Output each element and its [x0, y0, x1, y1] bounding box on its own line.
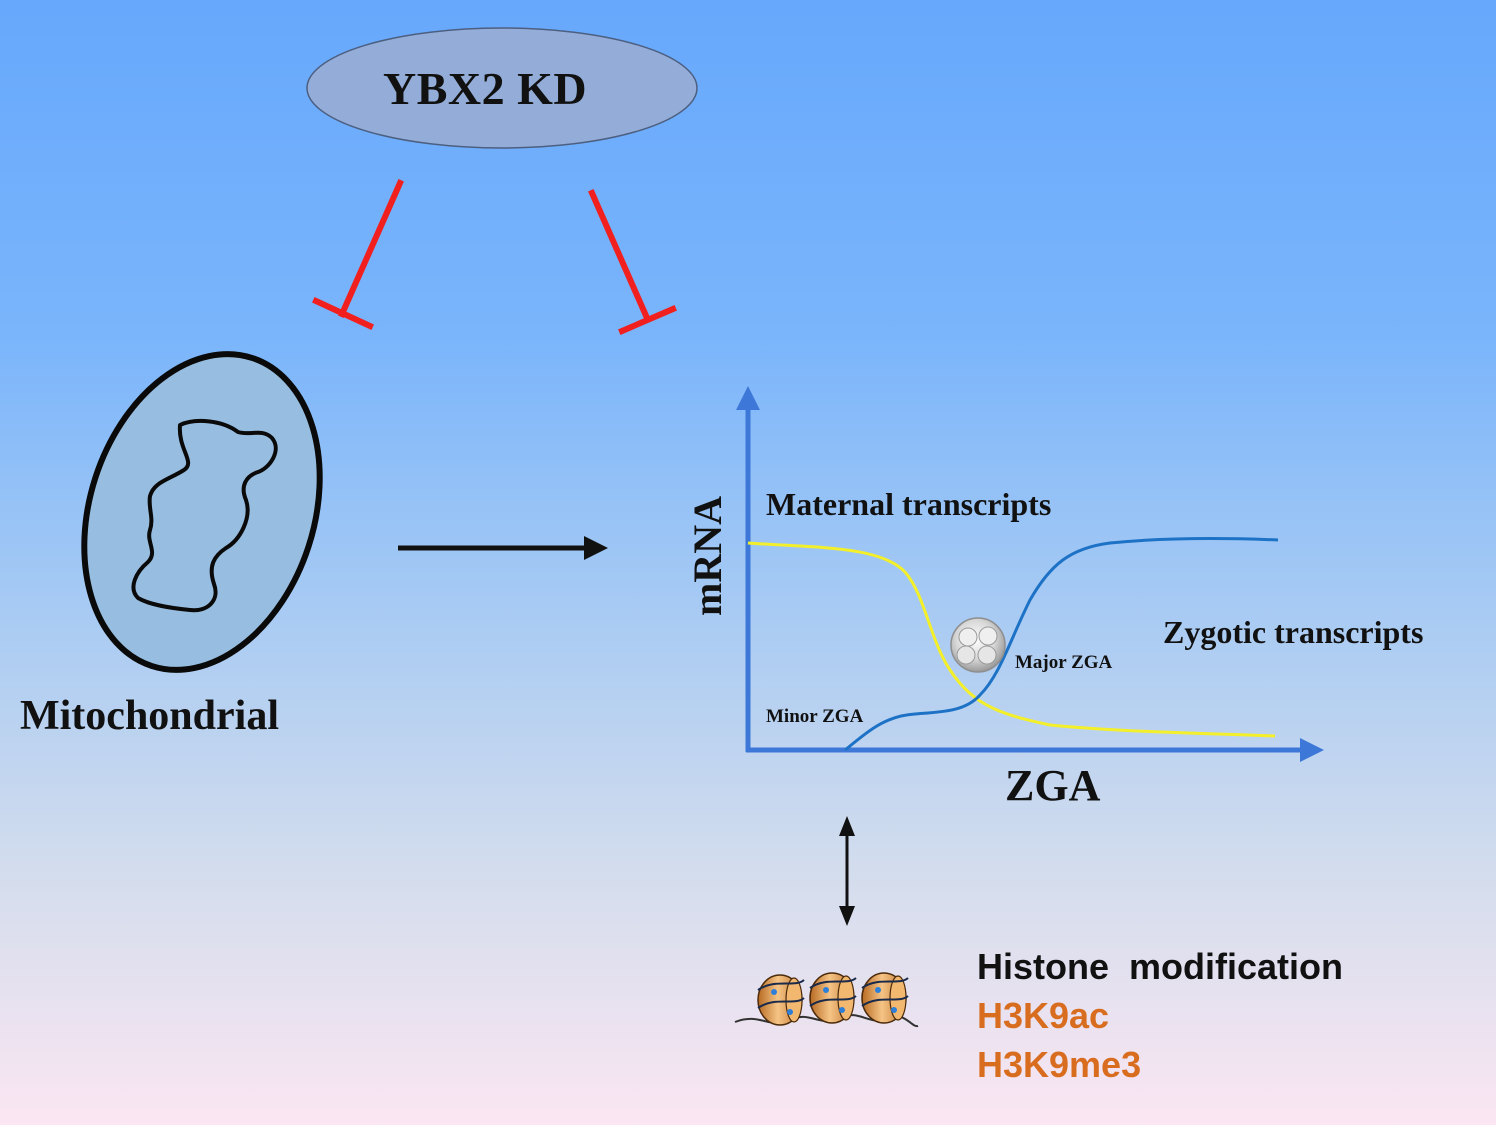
major-zga-label: Major ZGA: [1015, 652, 1113, 673]
y-axis-label: mRNA: [685, 496, 730, 616]
minor-zga-label: Minor ZGA: [766, 706, 864, 727]
zygotic-transcripts-label: Zygotic transcripts: [1163, 614, 1424, 650]
maternal-transcripts-label: Maternal transcripts: [766, 486, 1052, 522]
x-axis-label: ZGA: [1005, 761, 1101, 810]
zygotic-curve: [844, 536, 1279, 752]
embryo-icon: [950, 617, 1006, 673]
mito-to-chart-arrow: [398, 536, 608, 560]
histone-mark-h3k9me3: H3K9me3: [977, 1044, 1142, 1085]
maternal-curve: [747, 541, 1276, 738]
inhibit-arrow-right: [588, 189, 677, 335]
bidirectional-arrow: [839, 816, 855, 926]
mitochondrion-icon: [81, 351, 323, 673]
histone-mark-h3k9ac: H3K9ac: [977, 995, 1110, 1036]
knockdown-label: YBX2 KD: [383, 63, 588, 114]
mitochondrial-label: Mitochondrial: [20, 693, 279, 739]
chart-axes: [736, 386, 1324, 762]
knockdown-ellipse: [306, 27, 698, 149]
inhibit-arrow-left: [312, 179, 404, 330]
nucleosome-icon: [734, 972, 919, 1028]
histone-title: Histone modification: [977, 946, 1344, 987]
